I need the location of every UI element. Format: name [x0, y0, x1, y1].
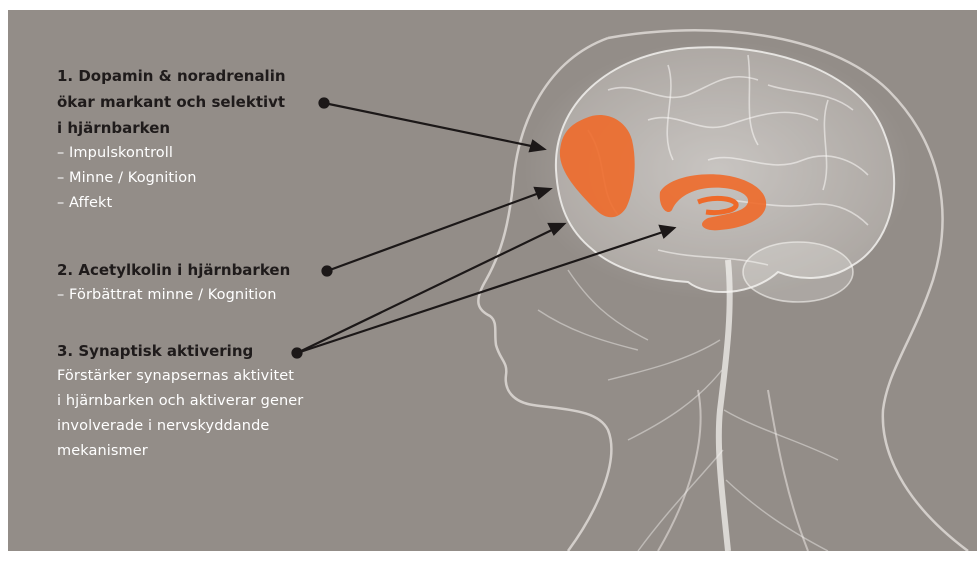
item-1-heading-line-2: ökar markant och selektivt — [57, 89, 286, 115]
item-3-line-4: mekanismer — [57, 439, 303, 464]
spinal-cord — [719, 260, 730, 551]
item-2-line-1: – Förbättrat minne / Kognition — [57, 283, 290, 308]
arrow-3a — [293, 224, 565, 358]
item-1-line-3: – Affekt — [57, 191, 286, 216]
item-1-heading-line-3: i hjärnbarken — [57, 115, 286, 141]
item-1-heading-line-1: 1. Dopamin & noradrenalin — [57, 63, 286, 89]
arrow-1 — [320, 99, 545, 152]
item-1-block: 1. Dopamin & noradrenalin ökar markant o… — [57, 63, 286, 216]
item-2-heading: 2. Acetylkolin i hjärnbarken — [57, 257, 290, 283]
item-3-block: 3. Synaptisk aktivering Förstärker synap… — [57, 338, 303, 464]
arrow-2 — [323, 188, 551, 276]
item-3-line-3: involverade i nervskyddande — [57, 414, 303, 439]
item-3-heading: 3. Synaptisk aktivering — [57, 338, 303, 364]
diagram-panel: 1. Dopamin & noradrenalin ökar markant o… — [8, 10, 977, 551]
item-1-line-2: – Minne / Kognition — [57, 166, 286, 191]
item-2-block: 2. Acetylkolin i hjärnbarken – Förbättra… — [57, 257, 290, 308]
cerebellum — [743, 242, 853, 302]
item-3-line-2: i hjärnbarken och aktiverar gener — [57, 389, 303, 414]
item-1-line-1: – Impulskontroll — [57, 141, 286, 166]
item-3-line-1: Förstärker synapsernas aktivitet — [57, 364, 303, 389]
